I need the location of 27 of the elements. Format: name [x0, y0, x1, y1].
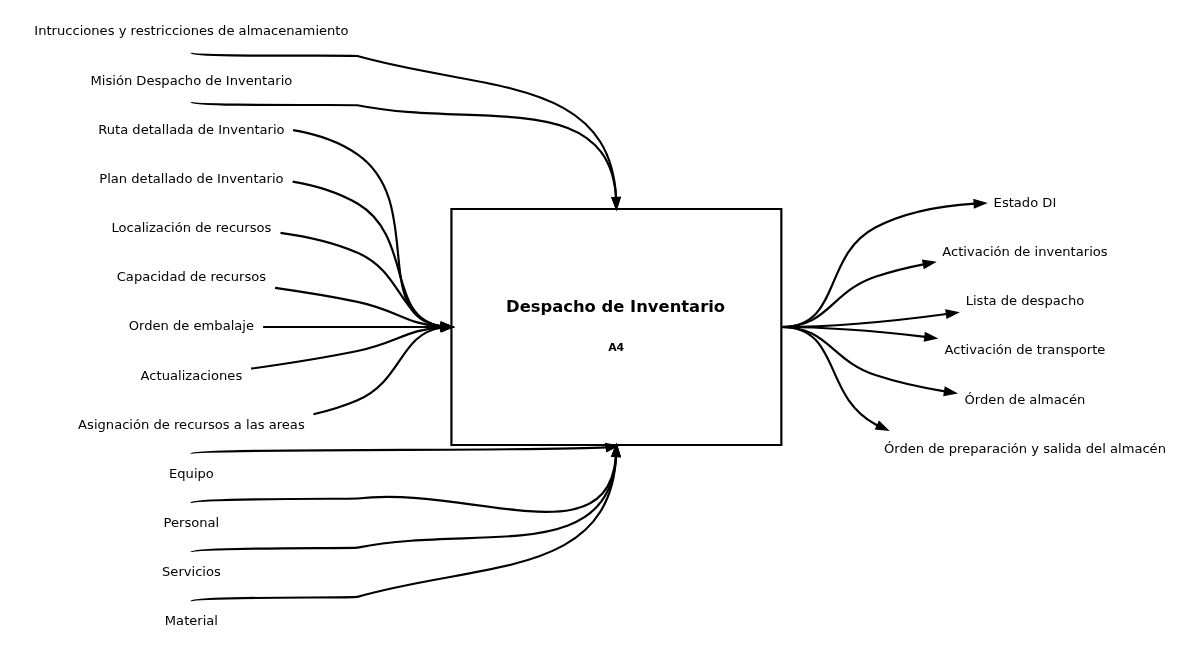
node-text: Capacidad de recursos	[116, 269, 266, 285]
node-text: Ruta detallada de Inventario	[97, 121, 285, 137]
node-text: Localización de recursos	[110, 220, 271, 236]
node-text: Orden de embalaje	[128, 318, 254, 334]
node-text: Asignación de recursos a las areas	[77, 416, 305, 432]
arrow	[190, 442, 621, 603]
node-text: Equipo	[168, 465, 214, 481]
arrow	[190, 51, 621, 212]
node-text: Estado DI	[993, 194, 1056, 210]
node-box: Despacho de Inventario A4	[449, 207, 782, 447]
node-text: Actualizaciones	[140, 367, 242, 383]
node-text: Misión Despacho de Inventario	[90, 72, 292, 88]
node-text: Personal	[163, 515, 219, 531]
node-text: Activación de transporte	[944, 342, 1105, 358]
node-text: Servicios	[161, 564, 221, 580]
node-text: Plan detallado de Inventario	[98, 170, 284, 186]
arrow	[190, 100, 621, 212]
arrow	[780, 325, 890, 432]
node-text: Órden de almacén	[964, 391, 1085, 407]
arrow	[190, 442, 620, 455]
node-text: Órden de preparación y salida del almacén	[883, 440, 1166, 456]
node-text: Lista de despacho	[965, 293, 1084, 309]
node-text: Material	[164, 613, 218, 629]
arrow	[190, 442, 621, 513]
node-text: Intrucciones y restricciones de almacenamiento	[33, 23, 349, 39]
node-text: Activación de inventarios	[941, 244, 1108, 260]
arrow	[190, 442, 621, 554]
